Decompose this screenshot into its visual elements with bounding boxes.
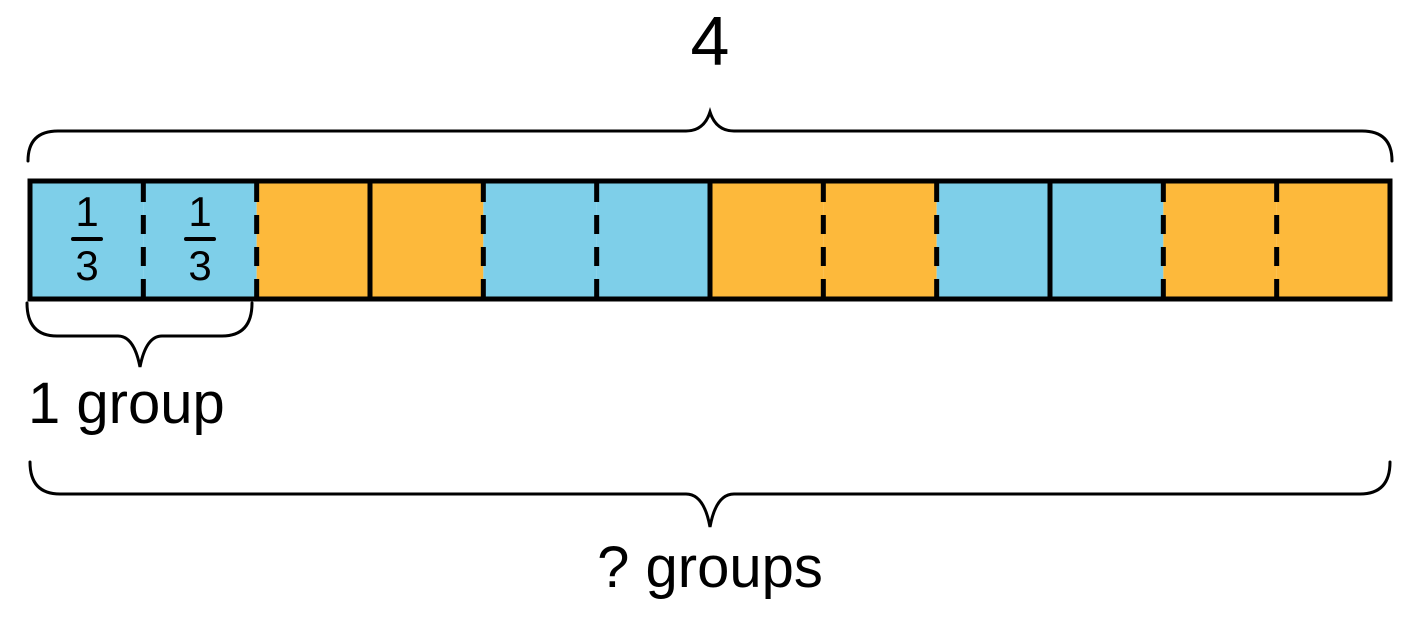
one-group-brace <box>25 301 254 368</box>
bar-cell-8-orange <box>823 181 937 299</box>
bar-cell-9-blue <box>936 181 1050 299</box>
fraction-denominator: 3 <box>75 242 99 289</box>
fraction-bar-cells <box>30 181 1390 299</box>
fraction-bar-outline <box>27 178 1393 302</box>
fraction-label: 1 3 <box>55 191 119 287</box>
bar-cell-11-orange <box>1163 181 1277 299</box>
fraction-label: 1 3 <box>168 191 232 287</box>
bar-cell-7-orange <box>710 181 824 299</box>
question-groups-label: ? groups <box>597 535 823 600</box>
bar-cell-10-blue <box>1050 181 1164 299</box>
bar-cell-4-orange <box>370 181 484 299</box>
bar-cell-3-orange <box>256 181 370 299</box>
fraction-numerator: 1 <box>188 188 212 235</box>
top-brace <box>26 107 1394 163</box>
fraction-denominator: 3 <box>188 242 212 289</box>
fraction-bar-line <box>184 237 216 241</box>
fraction-numerator: 1 <box>75 188 99 235</box>
one-group-label: 1 group <box>28 371 225 436</box>
bar-cell-12-orange <box>1276 181 1390 299</box>
total-label: 4 <box>690 2 730 80</box>
bar-cell-6-blue <box>596 181 710 299</box>
fraction-bar-line <box>71 237 103 241</box>
question-groups-brace <box>28 460 1392 528</box>
fraction-bar-dividers <box>140 183 1280 297</box>
bar-cell-5-blue <box>483 181 597 299</box>
